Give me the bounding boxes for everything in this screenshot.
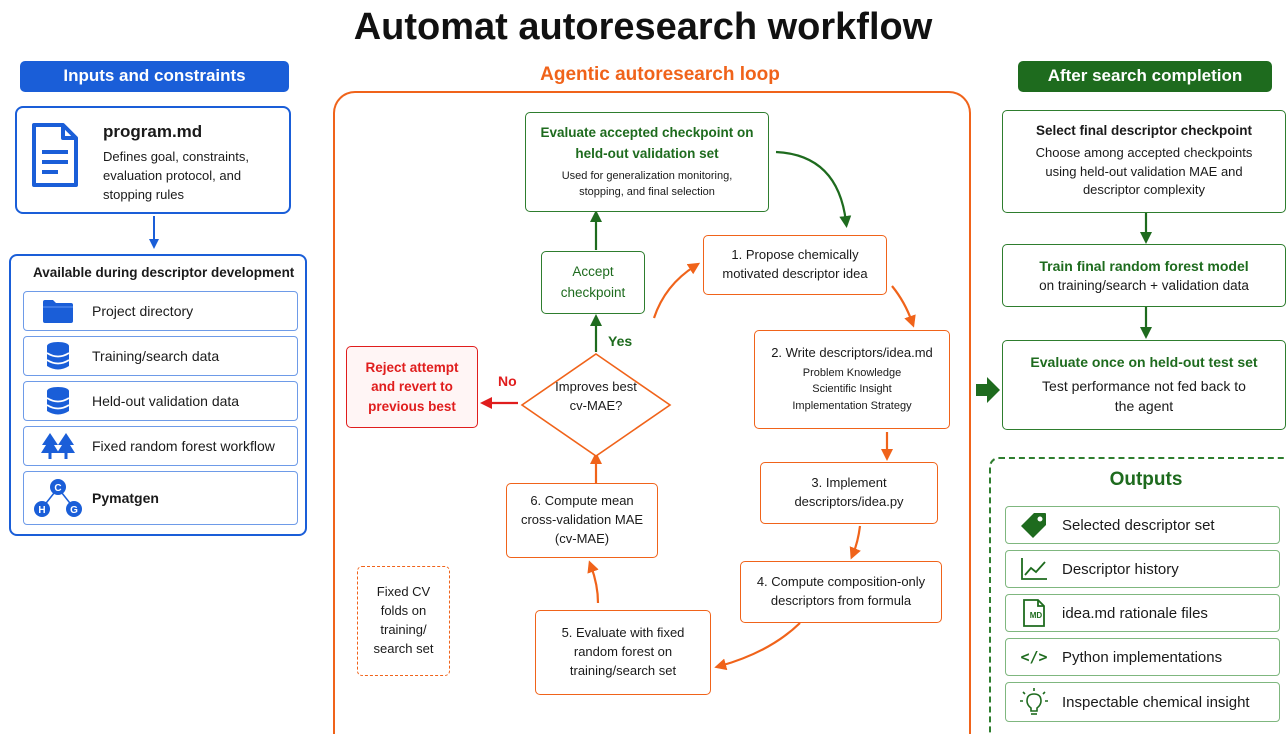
list-item: Training/search data xyxy=(23,336,298,376)
select-checkpoint-text: Choose among accepted checkpoints using … xyxy=(1035,144,1253,198)
atom-c: C xyxy=(54,483,61,494)
step3-label: 3. Implement descriptors/idea.py xyxy=(794,475,904,509)
step1-label: 1. Propose chemically motivated descript… xyxy=(722,247,868,281)
item-label: Selected descriptor set xyxy=(1062,516,1215,534)
list-item: Project directory xyxy=(23,291,298,331)
lightbulb-icon xyxy=(1006,687,1062,717)
list-item: Inspectable chemical insight xyxy=(1005,682,1280,722)
no-label: No xyxy=(498,373,517,389)
item-label: Pymatgen xyxy=(92,490,159,506)
trees-icon xyxy=(24,432,92,460)
item-label: Held-out validation data xyxy=(92,393,240,409)
item-label: idea.md rationale files xyxy=(1062,604,1208,622)
step5-label: 5. Evaluate with fixed random forest on … xyxy=(561,625,685,678)
program-name: program.md xyxy=(103,122,203,141)
program-description: Defines goal, constraints, evaluation pr… xyxy=(103,149,249,202)
evaluate-test-box: Evaluate once on held-out test set Test … xyxy=(1002,340,1286,430)
train-model-text: on training/search + validation data xyxy=(1039,277,1249,293)
item-label: Python implementations xyxy=(1062,648,1223,666)
step6-label: 6. Compute mean cross-validation MAE (cv… xyxy=(520,493,644,546)
atom-h: H xyxy=(38,505,45,516)
step1-box: 1. Propose chemically motivated descript… xyxy=(703,235,887,295)
step4-label: 4. Compute composition-only descriptors … xyxy=(756,574,926,608)
evaluate-test-text: Test performance not fed back to the age… xyxy=(1042,377,1246,414)
list-item: Fixed random forest workflow xyxy=(23,426,298,466)
atom-g: G xyxy=(70,505,78,516)
available-panel: Available during descriptor development … xyxy=(9,254,307,536)
outputs-title: Outputs xyxy=(1109,469,1183,490)
list-item: Descriptor history xyxy=(1005,550,1280,588)
item-label: Descriptor history xyxy=(1062,560,1179,578)
md-icon-text: MD xyxy=(1029,611,1043,620)
item-label: Training/search data xyxy=(92,348,220,364)
code-icon: </> xyxy=(1020,648,1048,666)
decision-label: Improves best cv-MAE? xyxy=(555,379,637,413)
molecule-icon: C H G xyxy=(24,475,92,521)
step4-box: 4. Compute composition-only descriptors … xyxy=(740,561,942,623)
outputs-panel: Outputs Selected descriptor set Descript… xyxy=(989,457,1286,734)
folder-icon xyxy=(24,298,92,324)
train-model-title: Train final random forest model xyxy=(1039,257,1249,274)
decision-diamond: Improves best cv-MAE? xyxy=(520,352,672,458)
accept-checkpoint-box: Accept checkpoint xyxy=(541,251,645,314)
step2-title: 2. Write descriptors/idea.md xyxy=(771,344,933,360)
yes-label: Yes xyxy=(608,333,633,349)
inputs-header: Inputs and constraints xyxy=(20,61,289,92)
list-item: C H G Pymatgen xyxy=(23,471,298,525)
list-item: Held-out validation data xyxy=(23,381,298,421)
step6-box: 6. Compute mean cross-validation MAE (cv… xyxy=(506,483,658,558)
item-label: Fixed random forest workflow xyxy=(92,438,275,454)
list-item: Selected descriptor set xyxy=(1005,506,1280,544)
available-title: Available during descriptor development xyxy=(33,265,295,280)
document-icon xyxy=(31,122,79,193)
tag-icon xyxy=(1006,511,1062,539)
select-checkpoint-box: Select final descriptor checkpoint Choos… xyxy=(1002,110,1286,213)
fixed-cv-label: Fixed CV folds on training/ search set xyxy=(373,584,434,656)
loop-frame xyxy=(333,91,971,734)
item-label: Inspectable chemical insight xyxy=(1062,693,1250,711)
step3-box: 3. Implement descriptors/idea.py xyxy=(760,462,938,524)
reject-label: Reject attempt and revert to previous be… xyxy=(365,359,459,414)
step5-box: 5. Evaluate with fixed random forest on … xyxy=(535,610,711,695)
database-icon xyxy=(24,386,92,416)
reject-box: Reject attempt and revert to previous be… xyxy=(346,346,478,428)
accept-checkpoint-label: Accept checkpoint xyxy=(560,264,626,300)
after-header: After search completion xyxy=(1018,61,1272,92)
step2-box: 2. Write descriptors/idea.md Problem Kno… xyxy=(754,330,950,429)
evaluate-checkpoint-note: Used for generalization monitoring, stop… xyxy=(561,169,733,199)
database-icon xyxy=(24,341,92,371)
fixed-cv-box: Fixed CV folds on training/ search set xyxy=(357,566,450,676)
program-card: program.md Defines goal, constraints, ev… xyxy=(15,106,291,214)
evaluate-checkpoint-box: Evaluate accepted checkpoint on held-out… xyxy=(525,112,769,212)
page-title: Automat autoresearch workflow xyxy=(353,6,933,48)
select-checkpoint-title: Select final descriptor checkpoint xyxy=(1035,122,1253,138)
train-model-box: Train final random forest model on train… xyxy=(1002,244,1286,307)
md-file-icon: MD xyxy=(1006,598,1062,628)
list-item: MD idea.md rationale files xyxy=(1005,594,1280,632)
line-chart-icon xyxy=(1006,557,1062,581)
step2-line: Problem Knowledge xyxy=(802,366,902,379)
evaluate-checkpoint-title: Evaluate accepted checkpoint on held-out… xyxy=(540,125,754,161)
loop-header: Agentic autoresearch loop xyxy=(540,64,780,85)
list-item: </> Python implementations xyxy=(1005,638,1280,676)
step2-line: Implementation Strategy xyxy=(792,399,912,412)
evaluate-test-title: Evaluate once on held-out test set xyxy=(1030,353,1258,370)
item-label: Project directory xyxy=(92,303,194,319)
step2-line: Scientific Insight xyxy=(812,383,892,396)
